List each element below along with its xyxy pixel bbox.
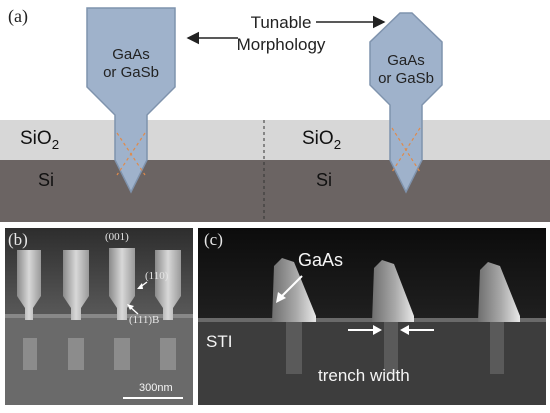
panel-b-sem-image xyxy=(5,228,193,405)
facet-bottom-label: (111)B xyxy=(129,314,160,326)
facet-side-label: (110) xyxy=(145,270,169,282)
sem-crystal xyxy=(478,262,520,374)
oxide-label-right: SiO2 xyxy=(302,128,342,152)
sem-fin xyxy=(63,250,89,370)
arrowhead-facet-bottom xyxy=(127,304,134,310)
sem-crystal xyxy=(272,258,316,374)
sem-fin xyxy=(155,250,181,370)
annotation-text: Tunable Morphology xyxy=(236,13,326,54)
isolation-label: STI xyxy=(206,332,233,351)
panel-b-label: (b) xyxy=(8,230,28,249)
right-defect-line xyxy=(391,127,421,173)
substrate-layer xyxy=(0,160,550,222)
arrowhead-material xyxy=(276,292,286,303)
arrowhead-trench-left xyxy=(373,325,382,335)
sem-crystal xyxy=(372,260,414,374)
panel-a-label: (a) xyxy=(8,6,28,26)
material-label: GaAs xyxy=(298,250,344,270)
trench-width-caption: trench width xyxy=(318,366,410,385)
left-crystal-line1: GaAs xyxy=(112,46,150,63)
sem-fin xyxy=(109,248,135,370)
panel-a-schematic xyxy=(0,7,550,222)
right-crystal-label: GaAs or GaSb xyxy=(371,52,441,88)
left-crystal-label: GaAs or GaSb xyxy=(96,46,166,82)
panel-c-label: (c) xyxy=(204,230,223,249)
facet-top-label: (001) xyxy=(105,231,129,243)
oxide-label-left: SiO2 xyxy=(20,128,60,152)
left-crystal-shape xyxy=(86,7,176,194)
right-crystal-line1: GaAs xyxy=(387,52,425,69)
substrate-label-left: Si xyxy=(38,170,55,190)
right-crystal-shape xyxy=(369,12,443,194)
substrate-label-right: Si xyxy=(316,170,333,190)
panel-c: (c) GaAs STI trench width xyxy=(198,228,546,405)
sem-fin xyxy=(17,250,41,370)
oxide-layer xyxy=(0,120,550,160)
panel-b: (b) (001) (110) (111)B 300nm xyxy=(5,228,193,405)
left-crystal-line2: or GaSb xyxy=(103,64,159,81)
left-defect-line xyxy=(116,132,146,176)
arrowhead-facet-side xyxy=(137,283,143,289)
panel-c-sem-image xyxy=(198,228,546,405)
panel-a: (a) Tunable Morphology GaAs or GaSb GaAs… xyxy=(0,6,550,222)
arrowhead-trench-right xyxy=(400,325,409,335)
right-crystal-line2: or GaSb xyxy=(378,70,434,87)
arrow-material xyxy=(279,275,303,299)
scale-bar-label: 300nm xyxy=(139,382,173,394)
